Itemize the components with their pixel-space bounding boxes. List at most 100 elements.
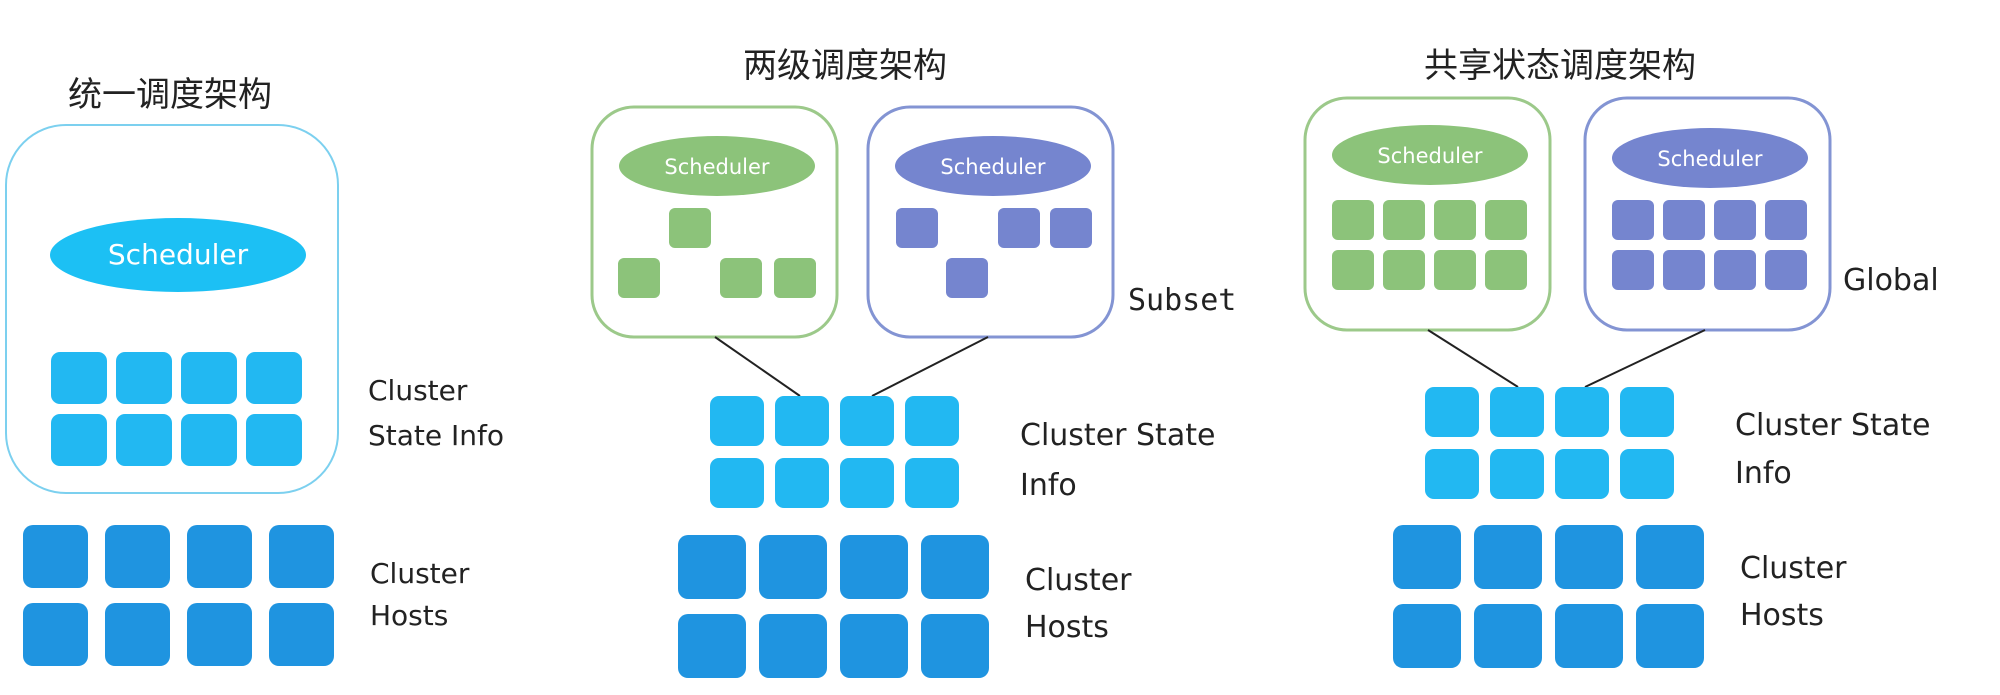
cluster-host-tile [1474,525,1542,589]
task-tile-green [669,208,711,248]
cluster-host-tile [187,525,252,588]
cluster-host-tile [1636,604,1704,668]
cluster-host-tile [1393,604,1461,668]
unified-scheduler-label: Scheduler [108,238,249,271]
cluster-host-tile [1393,525,1461,589]
cluster-host-tile [105,603,170,666]
cluster-host-tile [921,535,989,599]
shared-state-title: 共享状态调度架构 [1424,46,1696,86]
cluster-state-tile [1425,387,1479,437]
two-level-cluster-hosts-grid [678,535,989,678]
task-tile-green [1383,250,1425,290]
shared-state-state-label-line1: Cluster State [1735,408,1930,443]
unified-scheduler-container [5,124,339,494]
two-level-scheduler-a-box [590,105,839,339]
two-level-scheduler-a-ellipse [619,136,815,196]
task-tile-purple [1714,250,1756,290]
cluster-state-tile [840,458,894,508]
task-tile-green [1383,200,1425,240]
cluster-host-tile [840,535,908,599]
task-tile-green [774,258,816,298]
cluster-state-tile [1620,387,1674,437]
shared-state-scheduler-a-ellipse [1332,125,1528,185]
two-level-cluster-state-grid [710,396,959,508]
cluster-state-tile [905,458,959,508]
task-tile-purple [998,208,1040,248]
cluster-state-tile [1555,449,1609,499]
shared-state-architecture-panel: 共享状态调度架构 Scheduler Scheduler Global Clus… [1303,46,1939,668]
task-tile-purple [1612,250,1654,290]
two-level-subset-label: Subset [1128,283,1236,318]
shared-state-scheduler-b-tasks [1612,200,1807,290]
two-level-scheduler-a-tasks [618,208,816,298]
two-level-hosts-label-line1: Cluster [1025,563,1132,598]
cluster-host-tile [105,525,170,588]
cluster-host-tile [759,614,827,678]
cluster-host-tile [1555,604,1623,668]
shared-state-cluster-hosts-grid [1393,525,1704,668]
task-tile-purple [1765,250,1807,290]
task-tile-green [1485,250,1527,290]
unified-title: 统一调度架构 [68,75,272,115]
cluster-state-tile [1555,387,1609,437]
cluster-host-tile [678,614,746,678]
cluster-state-tile [246,414,302,466]
task-tile-green [720,258,762,298]
cluster-state-tile [1425,449,1479,499]
shared-state-connector-b [1584,329,1706,388]
cluster-host-tile [1474,604,1542,668]
cluster-host-tile [269,525,334,588]
shared-state-hosts-label-line1: Cluster [1740,551,1847,586]
cluster-host-tile [1636,525,1704,589]
cluster-host-tile [187,603,252,666]
task-tile-purple [946,258,988,298]
cluster-state-tile [1490,387,1544,437]
task-tile-green [1332,250,1374,290]
shared-state-scheduler-a-label: Scheduler [1377,144,1482,168]
unified-state-label-line1: Cluster [368,374,468,407]
cluster-state-tile [246,352,302,404]
unified-state-label-line2: State Info [368,419,504,452]
unified-hosts-label-line2: Hosts [370,599,448,632]
task-tile-purple [896,208,938,248]
cluster-state-tile [710,458,764,508]
cluster-host-tile [1555,525,1623,589]
shared-state-scheduler-b-label: Scheduler [1657,147,1762,171]
cluster-host-tile [23,603,88,666]
cluster-state-tile [116,352,172,404]
two-level-title: 两级调度架构 [743,46,947,86]
two-level-connector-b [871,336,989,397]
shared-state-state-label-line2: Info [1735,456,1792,491]
task-tile-green [618,258,660,298]
task-tile-purple [1050,208,1092,248]
cluster-state-tile [181,414,237,466]
two-level-scheduler-b-box [866,105,1115,339]
cluster-state-tile [116,414,172,466]
unified-hosts-label-line1: Cluster [370,557,470,590]
two-level-state-label-line2: Info [1020,468,1077,503]
task-tile-green [1332,200,1374,240]
unified-cluster-hosts-grid [23,525,334,666]
two-level-scheduler-b-tasks [896,208,1092,298]
two-level-scheduler-b-ellipse [895,136,1091,196]
shared-state-cluster-state-grid [1425,387,1674,499]
task-tile-purple [1714,200,1756,240]
task-tile-purple [1663,200,1705,240]
task-tile-purple [1663,250,1705,290]
task-tile-green [1485,200,1527,240]
two-level-hosts-label-line2: Hosts [1025,610,1109,645]
cluster-host-tile [269,603,334,666]
task-tile-green [1434,200,1476,240]
cluster-state-tile [1620,449,1674,499]
unified-cluster-state-grid [51,352,302,466]
cluster-state-tile [710,396,764,446]
task-tile-green [1434,250,1476,290]
cluster-state-tile [840,396,894,446]
shared-state-scheduler-a-box [1303,96,1552,332]
cluster-state-tile [181,352,237,404]
shared-state-global-label: Global [1843,263,1939,298]
cluster-host-tile [759,535,827,599]
cluster-state-tile [1490,449,1544,499]
cluster-host-tile [840,614,908,678]
